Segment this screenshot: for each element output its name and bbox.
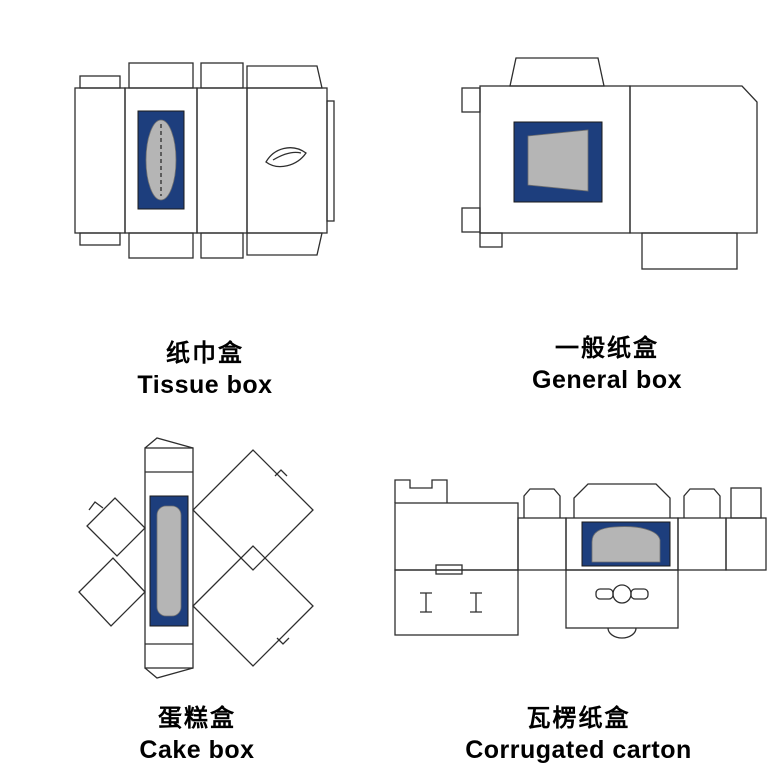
cake-flap-upper-left <box>86 497 146 557</box>
tissue-flap-bottom-d <box>246 232 323 256</box>
cake-flap-lower-left <box>78 557 146 627</box>
corrugated-carton-label-en: Corrugated carton <box>465 736 692 764</box>
tissue-box-label-en: Tissue box <box>137 371 273 399</box>
general-box-label-zh: 一般纸盒 <box>555 335 659 362</box>
cake-tab-upper-right <box>274 469 288 477</box>
tissue-tab-bottom-left <box>79 232 121 246</box>
tissue-leaf-cutout <box>265 147 307 168</box>
corrugated-slit-right <box>470 592 482 613</box>
corrugated-handle-wing-left <box>595 588 614 600</box>
cake-panel-upper-right <box>192 449 314 571</box>
cake-window-cutout <box>156 505 182 617</box>
general-box-dieline <box>461 57 758 270</box>
cake-box-label-zh: 蛋糕盒 <box>158 705 236 732</box>
general-box-figure: 一般纸盒 General box <box>452 50 762 395</box>
corrugated-mesa-tab <box>573 483 671 518</box>
general-panel-side <box>629 85 758 234</box>
corrugated-slit-left <box>420 592 432 613</box>
cake-box-label-en: Cake box <box>139 736 255 764</box>
tissue-box-figure: 纸巾盒 Tissue box <box>70 56 340 400</box>
tissue-panel-back <box>246 87 328 234</box>
corrugated-end-tab <box>730 487 762 519</box>
corrugated-slot <box>435 564 463 575</box>
corrugated-panel-handle <box>565 569 679 629</box>
corrugated-handle-wing-right <box>630 588 649 600</box>
tissue-flap-top-c <box>200 62 244 89</box>
tissue-panel-side <box>196 87 248 234</box>
cake-cap-top <box>144 437 194 449</box>
tissue-box-caption: 纸巾盒 Tissue box <box>70 333 340 400</box>
tissue-tab-top-left <box>79 75 121 89</box>
cake-panel-lower-right <box>192 545 314 667</box>
corrugated-carton-label-zh: 瓦楞纸盒 <box>526 705 631 732</box>
general-box-caption: 一般纸盒 General box <box>452 328 762 395</box>
tissue-flap-top-b <box>128 62 194 89</box>
cake-tab-lower-right <box>276 637 290 645</box>
general-tuck-flap <box>509 57 605 87</box>
general-flap-bottom-right <box>641 232 738 270</box>
cake-box-figure: 蛋糕盒 Cake box <box>57 432 337 765</box>
corrugated-panel-narrow-1 <box>517 517 567 571</box>
tissue-flap-bottom-c <box>200 232 244 259</box>
tissue-panel-left <box>74 87 126 234</box>
corrugated-panel-end <box>725 517 767 571</box>
tissue-flap-bottom-b <box>128 232 194 259</box>
corrugated-panel-narrow-2 <box>677 517 727 571</box>
general-tab-left-bottom <box>461 207 481 233</box>
tissue-glue-strip <box>326 100 335 222</box>
cake-tab-upper-left <box>88 501 104 511</box>
corrugated-carton-caption: 瓦楞纸盒 Corrugated carton <box>386 698 771 765</box>
corrugated-handle-circle <box>612 584 632 604</box>
tissue-leaf-vein <box>272 151 302 161</box>
corrugated-notched-tab <box>394 479 448 503</box>
cake-cap-bottom <box>144 667 194 679</box>
corrugated-carton-figure: 瓦楞纸盒 Corrugated carton <box>386 466 771 765</box>
corrugated-carton-dieline <box>394 479 767 639</box>
general-window-cutout <box>527 129 589 192</box>
tissue-box-dieline <box>74 62 335 259</box>
cake-box-caption: 蛋糕盒 Cake box <box>57 698 337 765</box>
corrugated-bottom-notch <box>607 627 637 639</box>
general-flap-bottom-left <box>479 232 503 248</box>
tissue-box-label-zh: 纸巾盒 <box>166 340 244 367</box>
corrugated-neck-tab-2 <box>683 488 721 518</box>
cake-panel-center <box>144 447 194 669</box>
corrugated-panel-left <box>394 502 519 571</box>
corrugated-window-cutout <box>591 526 661 563</box>
corrugated-panel-left-lower <box>394 569 519 636</box>
corrugated-neck-tab-1 <box>523 488 561 518</box>
cake-box-dieline <box>78 437 314 679</box>
tissue-flap-top-d <box>246 65 323 89</box>
general-tab-left-top <box>461 87 481 113</box>
general-box-label-en: General box <box>532 366 682 394</box>
